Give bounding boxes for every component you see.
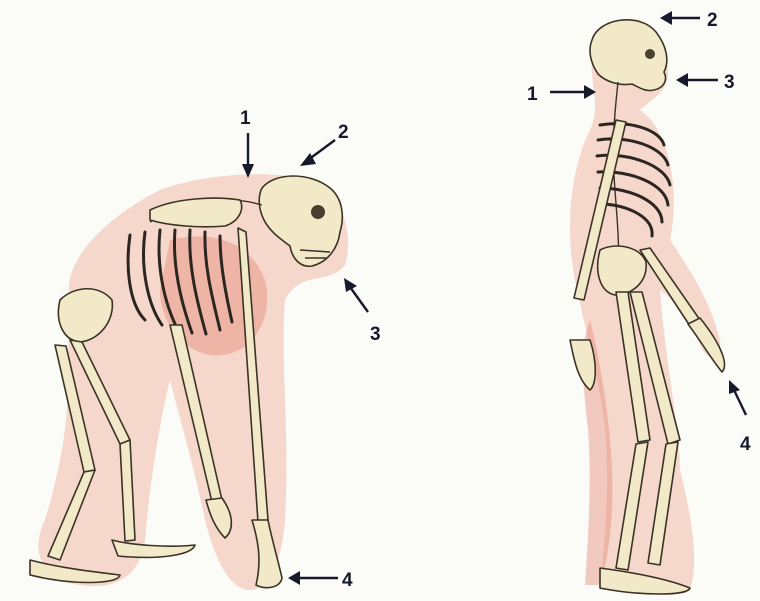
human-label-3: 3 [724, 72, 735, 93]
human-label-2: 2 [707, 10, 718, 31]
ape-front-foot [112, 540, 195, 557]
human-arrowhead-2 [660, 11, 672, 25]
ape-label-2: 2 [338, 122, 349, 143]
ape-label-1: 1 [240, 108, 251, 129]
human-near-hand [570, 340, 595, 390]
human-figure [570, 20, 724, 594]
ape-eye-socket [311, 205, 325, 219]
human-arrowhead-4 [729, 380, 740, 394]
ape-label-4: 4 [342, 570, 353, 591]
human-label-1: 1 [527, 84, 538, 105]
ape-arrowhead-3 [344, 278, 357, 292]
human-arrowhead-3 [676, 73, 688, 87]
human-arrow-4 [734, 390, 746, 415]
ape-label-3: 3 [370, 324, 381, 345]
human-eye-socket [645, 49, 655, 59]
ape-figure [30, 174, 348, 590]
ape-arrowhead-4 [288, 571, 300, 585]
human-label-4: 4 [740, 434, 751, 455]
ape-arrow-3 [350, 287, 368, 312]
human-far-hand [688, 318, 724, 372]
